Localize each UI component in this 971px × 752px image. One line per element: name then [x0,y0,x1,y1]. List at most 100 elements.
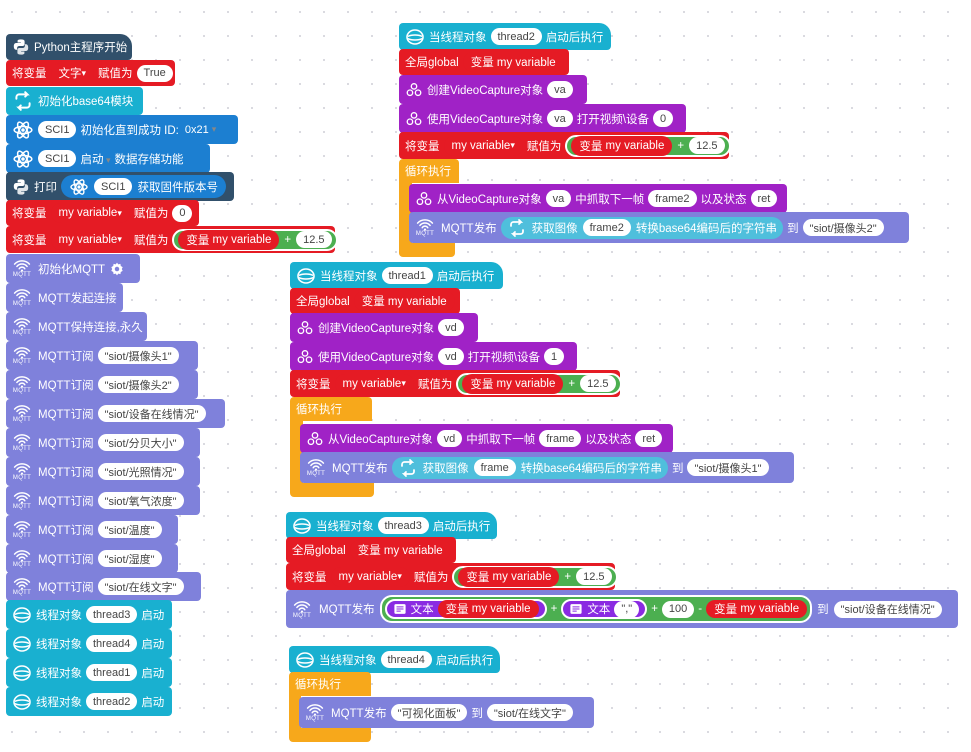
set-variable-block[interactable]: 将变量 my variable 赋值为 0 [6,200,199,226]
mqtt-publish-block[interactable]: MQTT MQTT发布 文本 变量 my variable + 文本 "," +… [286,590,958,628]
thread2-hat-block[interactable]: 当线程对象 thread2 启动后执行 [399,23,611,50]
sci-name-pill[interactable]: SCI1 [94,178,133,195]
thread-name-pill[interactable]: thread1 [86,664,138,681]
value-input[interactable]: 0 [172,204,193,222]
object-pill[interactable]: vd [438,348,464,365]
variable-reporter[interactable]: 变量 my variable [458,566,560,587]
topic-input[interactable]: "siot/摄像头1" [97,347,179,364]
print-block[interactable]: 打印 SCI1 获取固件版本号 [6,172,234,201]
variable-reporter[interactable]: 变量 my variable [706,600,808,618]
topic-input[interactable]: "siot/在线文字" [486,704,573,721]
global-block[interactable]: 全局global 变量 my variable [399,49,569,75]
frame-pill[interactable]: frame2 [648,190,697,207]
topic-input[interactable]: "siot/在线文字" [97,578,184,595]
topic-input[interactable]: "siot/摄像头2" [97,376,179,393]
base64-reporter[interactable]: 获取图像 frame 转换base64编码后的字符串 [391,456,668,479]
set-variable-block[interactable]: 将变量 my variable 赋值为 变量 my variable + 12.… [399,132,731,159]
add-expression[interactable]: 变量 my variable + 12.5 [565,134,731,157]
text-join-reporter[interactable]: 文本 变量 my variable [384,599,547,619]
create-videocapture-block[interactable]: 创建VideoCapture对象 va [399,75,587,104]
variable-dropdown[interactable]: my variable [334,373,414,394]
value-input[interactable]: True [136,64,173,82]
number-input[interactable]: 12.5 [296,231,332,248]
variable-reporter[interactable]: 变量 my variable [353,291,455,311]
variable-reporter[interactable]: 变量 my variable [462,52,564,72]
variable-dropdown[interactable]: my variable [330,566,410,587]
set-variable-block[interactable]: 将变量 文字 赋值为 True [6,60,175,86]
thread-name-pill[interactable]: thread2 [86,693,138,710]
object-pill[interactable]: va [545,190,572,207]
object-pill[interactable]: vd [438,319,464,336]
thread-name-pill[interactable]: thread4 [380,651,432,668]
thread3-hat-block[interactable]: 当线程对象 thread3 启动后执行 [286,512,497,539]
mqtt-publish-block[interactable]: MQTT MQTT发布 "可视化面板" 到 "siot/在线文字" [299,697,594,728]
text-input[interactable]: "," [614,600,640,618]
global-block[interactable]: 全局global 变量 my variable [290,288,460,314]
use-videocapture-block[interactable]: 使用VideoCapture对象 vd 打开视频\设备 1 [290,342,577,371]
sci-init-block[interactable]: SCI1 初始化直到成功 ID: 0x21 [6,115,238,144]
topic-input[interactable]: "siot/摄像头1" [687,459,769,476]
set-variable-block[interactable]: 将变量 my variable 赋值为 变量 my variable + 12.… [6,226,338,253]
loop-block[interactable]: 循环执行 [399,159,459,183]
mqtt-publish-block[interactable]: MQTT MQTT发布 获取图像 frame2 转换base64编码后的字符串 … [409,212,909,243]
frame-pill[interactable]: frame [539,430,582,447]
number-input[interactable]: 100 [661,600,695,618]
base64-init-block[interactable]: 初始化base64模块 [6,87,143,115]
thread-name-pill[interactable]: thread1 [381,267,433,284]
thread-name-pill[interactable]: thread3 [86,606,138,623]
concat-expression[interactable]: 文本 变量 my variable + 文本 "," + 100 - 变量 my… [379,595,813,623]
thread-name-pill[interactable]: thread2 [490,28,542,45]
thread-name-pill[interactable]: thread4 [86,635,138,652]
base64-reporter[interactable]: 获取图像 frame2 转换base64编码后的字符串 [500,216,784,239]
mqtt-init-block[interactable]: MQTT 初始化MQTT [6,254,140,283]
object-pill[interactable]: va [547,81,573,98]
topic-input[interactable]: "siot/设备在线情况" [97,405,206,422]
mqtt-keep-block[interactable]: MQTT MQTT保持连接,永久 [6,312,147,341]
variable-reporter[interactable]: 变量 my variable [462,373,564,394]
use-videocapture-block[interactable]: 使用VideoCapture对象 va 打开视频\设备 0 [399,104,686,133]
add-expression[interactable]: 变量 my variable + 12.5 [456,372,622,395]
variable-dropdown[interactable]: my variable [50,229,130,250]
frame-pill[interactable]: frame [473,459,516,476]
device-input[interactable]: 0 [652,110,674,127]
add-expression[interactable]: 变量 my variable + 12.5 [452,565,618,588]
create-videocapture-block[interactable]: 创建VideoCapture对象 vd [290,313,478,342]
mqtt-connect-block[interactable]: MQTT MQTT发起连接 [6,283,123,312]
number-input[interactable]: 12.5 [576,568,612,585]
device-input[interactable]: 1 [543,348,565,365]
topic-input[interactable]: "siot/设备在线情况" [833,600,942,618]
topic-input[interactable]: "siot/温度" [97,521,162,538]
start-dropdown[interactable]: 启动 [80,151,110,167]
text-join-reporter[interactable]: 文本 "," [561,599,648,619]
grab-frame-block[interactable]: 从VideoCapture对象 vd 中抓取下一帧 frame 以及状态 ret [300,424,673,453]
object-pill[interactable]: va [547,110,573,127]
variable-reporter[interactable]: 变量 my variable [178,229,280,250]
get-firmware-reporter[interactable]: SCI1 获取固件版本号 [61,175,226,198]
python-start-block[interactable]: Python主程序开始 [6,34,132,60]
topic-input[interactable]: "siot/分贝大小" [97,434,184,451]
variable-reporter[interactable]: 变量 my variable [571,135,673,156]
global-block[interactable]: 全局global 变量 my variable [286,537,456,563]
grab-frame-block[interactable]: 从VideoCapture对象 va 中抓取下一帧 frame2 以及状态 re… [409,184,787,213]
loop-block[interactable]: 循环执行 [289,672,371,696]
variable-dropdown[interactable]: my variable [50,203,130,223]
set-variable-block[interactable]: 将变量 my variable 赋值为 变量 my variable + 12.… [290,370,622,397]
gear-icon[interactable] [109,261,125,277]
number-input[interactable]: 12.5 [689,137,725,154]
add-expression[interactable]: 变量 my variable + 12.5 [172,228,338,251]
set-variable-block[interactable]: 将变量 my variable 赋值为 变量 my variable + 12.… [286,563,618,590]
loop-block[interactable]: 循环执行 [290,397,372,421]
thread-name-pill[interactable]: thread3 [377,517,429,534]
topic-input[interactable]: "siot/光照情况" [97,463,184,480]
thread4-hat-block[interactable]: 当线程对象 thread4 启动后执行 [289,646,500,673]
